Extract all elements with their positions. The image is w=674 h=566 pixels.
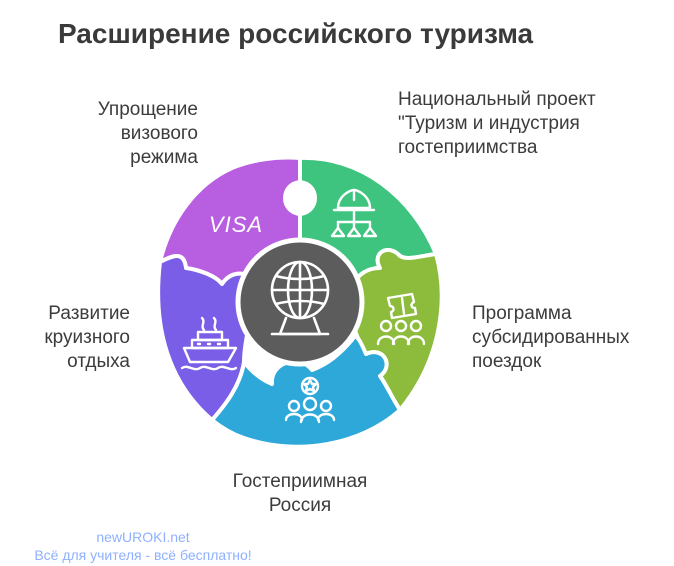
- visa-card-icon: VISA: [209, 212, 263, 237]
- label-visa: Упрощение визового режима: [97, 99, 198, 168]
- cruise-ship-icon: [180, 316, 238, 371]
- label-hospitable-russia: Гостеприимная Россия: [232, 471, 368, 516]
- segment-cruise: [156, 254, 258, 422]
- people-star-icon: [284, 376, 336, 424]
- label-cruise: Развитие круизного отдыха: [44, 303, 130, 372]
- ticket-people-icon: [376, 292, 426, 346]
- watermark-site[interactable]: newUROKI.net: [96, 529, 190, 545]
- hierarchy-hardhat-icon: [330, 188, 378, 238]
- watermark-slogan: Всё для учителя - всё бесплатно!: [34, 547, 252, 563]
- globe-icon: [270, 260, 330, 336]
- page-title: Расширение российского туризма: [58, 18, 534, 49]
- watermark[interactable]: newUROKI.net Всё для учителя - всё беспл…: [18, 528, 268, 564]
- label-subsidized-trips: Программа субсидированных поездок: [472, 303, 630, 372]
- label-national-project: Национальный проект "Туризм и индустрия …: [398, 89, 596, 158]
